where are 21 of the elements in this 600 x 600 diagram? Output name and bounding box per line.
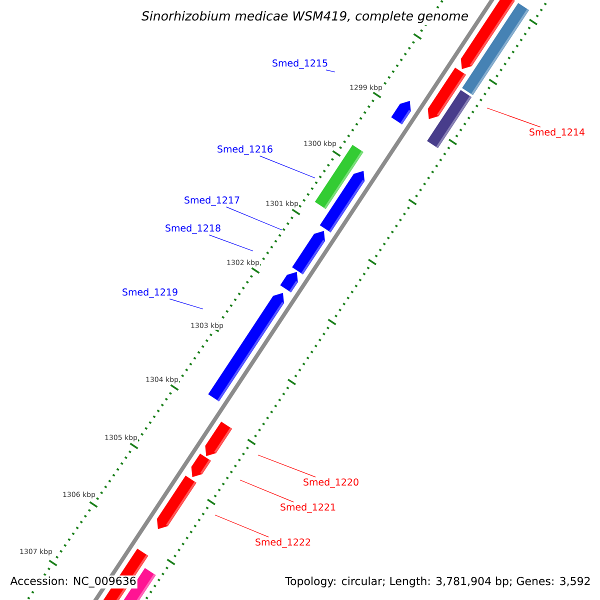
gene-label: Smed_1215 bbox=[272, 59, 328, 69]
gene-label: Smed_1222 bbox=[256, 538, 310, 548]
leader-line bbox=[214, 514, 269, 538]
gene-label: Smed_1219 bbox=[122, 288, 178, 298]
gene-label: Smed_1221 bbox=[280, 503, 336, 513]
gene-label: Smed_1218 bbox=[166, 224, 220, 234]
title: Sinorhizobium medicae WSM419, complete genome bbox=[140, 8, 470, 26]
leader-line bbox=[208, 234, 254, 252]
leader-line bbox=[240, 480, 294, 502]
gene-label: Smed_1214 bbox=[530, 128, 585, 138]
leader-line bbox=[226, 206, 282, 230]
gene-label: Smed_1217 bbox=[184, 196, 240, 206]
genome-info-text: Topology: circular; Length: 3,781,904 bp; Genes: 3,592 bbox=[285, 576, 590, 588]
leader-line bbox=[486, 108, 541, 128]
gene-label: Smed_1220 bbox=[304, 478, 358, 488]
leader-line bbox=[169, 298, 204, 310]
leader-line bbox=[258, 454, 316, 478]
accession-text: Accession: NC_009636 bbox=[9, 576, 138, 588]
gene-label: Smed_1216 bbox=[218, 145, 272, 155]
leader-line bbox=[260, 156, 316, 178]
leader-line bbox=[326, 70, 336, 72]
